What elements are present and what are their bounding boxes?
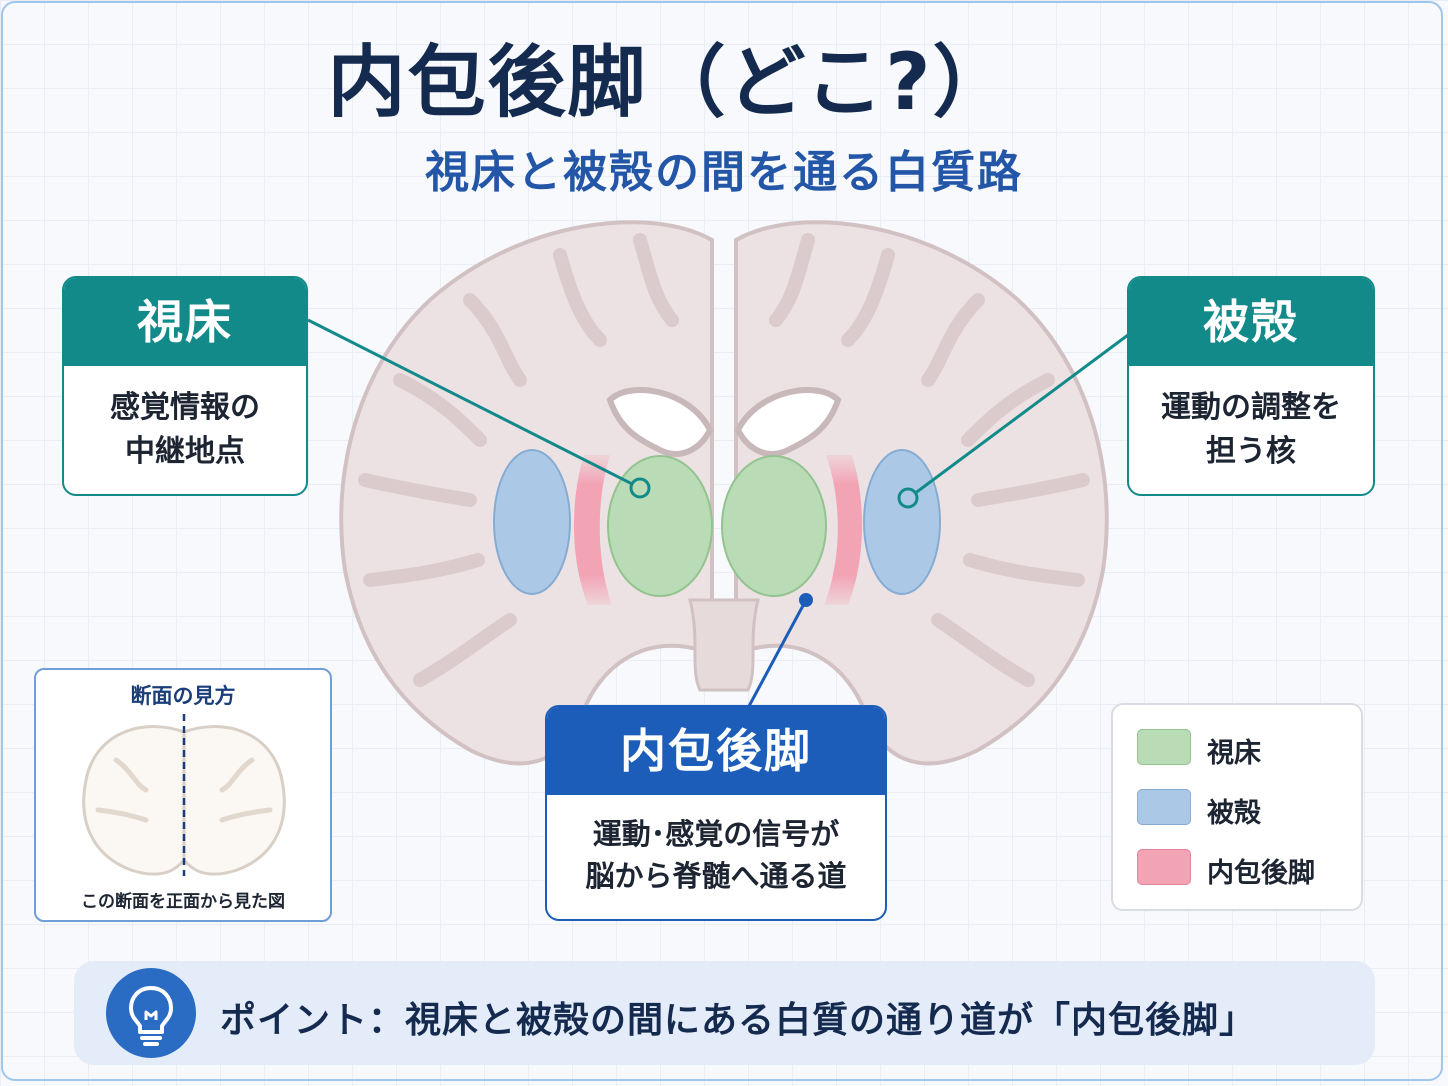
putamen-callout: 被殻 運動の調整を 担う核: [1127, 276, 1375, 496]
legend: 視床 被殻 内包後脚: [1111, 703, 1363, 911]
key-point-banner: ポイント：視床と被殻の間にある白質の通り道が「内包後脚」: [74, 961, 1375, 1065]
key-point-text: ポイント：視床と被殻の間にある白質の通り道が「内包後脚」: [220, 1000, 1257, 1041]
right-ventricle: [734, 387, 842, 457]
plic-callout-title: 内包後脚: [547, 707, 885, 795]
thalamus-callout: 視床 感覚情報の 中継地点: [62, 276, 308, 496]
inset-caption: この断面を正面から見た図: [81, 892, 285, 912]
legend-swatch-putamen: [1137, 789, 1191, 825]
left-plic: [573, 455, 612, 605]
inset-title: 断面の見方: [130, 684, 236, 708]
legend-label: 視床: [1207, 738, 1261, 769]
right-thalamus: [721, 455, 827, 597]
putamen-callout-body: 運動の調整を 担う核: [1161, 390, 1341, 469]
left-ventricle: [606, 387, 714, 457]
plic-callout: 内包後脚 運動･感覚の信号が 脳から脊髄へ通る道: [545, 705, 887, 921]
lightbulb-icon: [106, 968, 196, 1058]
left-putamen: [493, 449, 571, 595]
thalamus-pointer: [629, 477, 651, 499]
page-subtitle: 視床と被殻の間を通る白質路: [425, 147, 1023, 198]
inset-brain-icon: [82, 714, 286, 876]
right-putamen: [863, 449, 941, 595]
thalamus-callout-body: 感覚情報の 中継地点: [110, 390, 260, 469]
legend-label: 被殻: [1207, 798, 1261, 829]
page-title: 内包後脚（どこ?）: [327, 38, 1013, 128]
legend-swatch-thalamus: [1137, 729, 1191, 765]
thalamus-callout-title: 視床: [64, 278, 306, 366]
putamen-callout-title: 被殻: [1129, 278, 1373, 366]
plic-pointer: [799, 593, 813, 607]
putamen-pointer: [897, 487, 919, 509]
legend-label: 内包後脚: [1207, 858, 1315, 889]
left-thalamus: [607, 455, 713, 597]
plic-callout-body: 運動･感覚の信号が 脳から脊髄へ通る道: [585, 817, 847, 894]
legend-swatch-plic: [1137, 849, 1191, 885]
right-plic: [824, 455, 863, 605]
section-view-inset: 断面の見方 この断面を正面から見た図: [34, 668, 332, 922]
